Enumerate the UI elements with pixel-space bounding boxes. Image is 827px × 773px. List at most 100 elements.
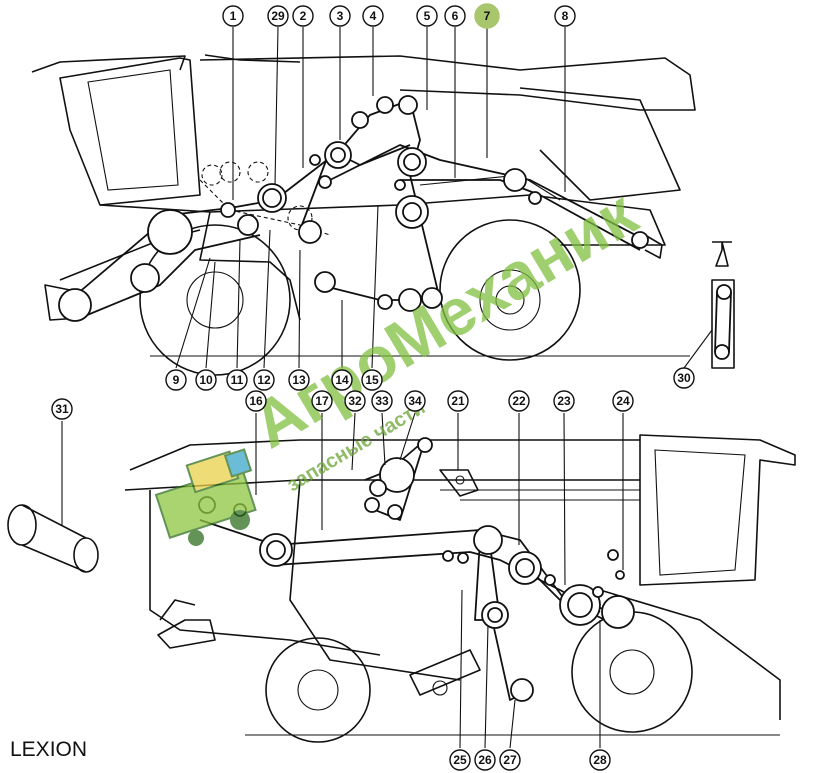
callout-circle: [449, 749, 471, 771]
callout-circle: [444, 5, 466, 27]
callout-circle: [292, 5, 314, 27]
callout-circle: [589, 749, 611, 771]
callout-circle: [371, 390, 393, 412]
callout-13: 13: [288, 369, 310, 391]
callout-circle: [331, 369, 353, 391]
callout-circle: [51, 398, 73, 420]
callout-number: 34: [408, 394, 422, 408]
callout-7: 7: [474, 3, 500, 29]
callout-22: 22: [508, 390, 530, 412]
callout-number: 3: [337, 9, 344, 23]
callout-29: 29: [267, 5, 289, 27]
callout-circle: [195, 369, 217, 391]
callout-number: 24: [616, 394, 630, 408]
callout-circle: [474, 3, 500, 29]
callout-33: 33: [371, 390, 393, 412]
callout-5: 5: [416, 5, 438, 27]
callout-number: 29: [271, 9, 285, 23]
callout-circle: [329, 5, 351, 27]
callout-circle: [416, 5, 438, 27]
model-label: LEXION: [10, 738, 88, 761]
callout-number: 22: [512, 394, 526, 408]
callout-16: 16: [245, 390, 267, 412]
callout-circle: [612, 390, 634, 412]
callout-8: 8: [554, 5, 576, 27]
callout-circle: [474, 749, 496, 771]
callout-32: 32: [344, 390, 366, 412]
callout-30: 30: [673, 367, 695, 389]
callout-number: 2: [300, 9, 307, 23]
callout-circle: [362, 5, 384, 27]
belt-31-drawing: [7, 504, 99, 573]
callout-number: 15: [365, 373, 379, 387]
callout-number: 31: [55, 402, 69, 416]
callout-4: 4: [362, 5, 384, 27]
callout-number: 8: [562, 9, 569, 23]
callout-6: 6: [444, 5, 466, 27]
callout-2: 2: [292, 5, 314, 27]
callout-15: 15: [361, 369, 383, 391]
callout-number: 10: [199, 373, 213, 387]
callout-28: 28: [589, 749, 611, 771]
small-parts-panel: [711, 241, 735, 369]
callout-21: 21: [447, 390, 469, 412]
watermark-title: АгроМеханик: [239, 175, 650, 462]
callout-14: 14: [331, 369, 353, 391]
callout-31: 31: [51, 398, 73, 420]
callout-circle: [222, 5, 244, 27]
watermark-logo-icon: [154, 448, 257, 546]
callout-number: 27: [503, 753, 517, 767]
callout-number: 11: [231, 373, 244, 387]
leader-lines: [61, 26, 713, 749]
callout-circle: [344, 390, 366, 412]
callout-circle: [288, 369, 310, 391]
callout-34: 34: [404, 390, 426, 412]
callout-9: 9: [165, 369, 187, 391]
callout-number: 32: [348, 394, 362, 408]
callout-circle: [311, 390, 333, 412]
callout-circle: [253, 369, 275, 391]
callout-27: 27: [499, 749, 521, 771]
callout-circle: [404, 390, 426, 412]
callout-number: 14: [335, 373, 349, 387]
top-pulleys: [58, 95, 649, 322]
callout-circle: [508, 390, 530, 412]
callout-12: 12: [253, 369, 275, 391]
callout-number: 5: [424, 9, 431, 23]
callout-number: 6: [452, 9, 459, 23]
callout-number: 16: [249, 394, 263, 408]
callout-26: 26: [474, 749, 496, 771]
callout-number: 30: [677, 371, 691, 385]
callout-circle: [226, 369, 248, 391]
callout-number: 12: [257, 373, 271, 387]
callout-circle: [499, 749, 521, 771]
callout-number: 4: [370, 9, 377, 23]
callout-circle: [447, 390, 469, 412]
callout-25: 25: [449, 749, 471, 771]
callout-circle: [245, 390, 267, 412]
callout-number: 17: [315, 394, 329, 408]
callout-23: 23: [553, 390, 575, 412]
callout-circle: [165, 369, 187, 391]
callout-circle: [554, 5, 576, 27]
bottom-pulleys: [198, 437, 635, 702]
callout-number: 26: [478, 753, 492, 767]
callout-circle: [553, 390, 575, 412]
callout-number: 33: [375, 394, 389, 408]
callout-17: 17: [311, 390, 333, 412]
callout-circle: [267, 5, 289, 27]
callout-number: 23: [557, 394, 571, 408]
callout-number: 28: [593, 753, 607, 767]
callout-3: 3: [329, 5, 351, 27]
callout-circle: [361, 369, 383, 391]
callout-number: 7: [484, 9, 491, 23]
callout-number: 25: [453, 753, 467, 767]
callout-11: 11: [226, 369, 248, 391]
callout-circle: [673, 367, 695, 389]
callout-number: 1: [230, 9, 237, 23]
callout-number: 13: [292, 373, 306, 387]
callout-24: 24: [612, 390, 634, 412]
callout-number: 21: [451, 394, 465, 408]
